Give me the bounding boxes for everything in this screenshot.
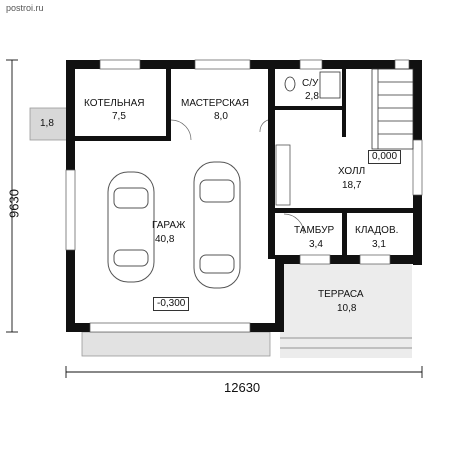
watermark: postroi.ru bbox=[6, 3, 44, 13]
room-area-garage: 40,8 bbox=[155, 234, 175, 245]
dimension-width: 12630 bbox=[224, 380, 261, 395]
porch-area: 1,8 bbox=[40, 118, 54, 129]
room-name-terrace: ТЕРРАСА bbox=[318, 289, 364, 300]
hall-cabinet bbox=[275, 144, 291, 206]
dimension-lines bbox=[6, 59, 423, 378]
level-mark-hall: 0,000 bbox=[368, 150, 402, 164]
garage-cars bbox=[107, 161, 241, 289]
room-name-hall: ХОЛЛ bbox=[338, 166, 366, 177]
room-name-vestibule: ТАМБУР bbox=[294, 225, 335, 236]
inner-walls bbox=[75, 69, 413, 259]
room-area-boiler: 7,5 bbox=[112, 111, 126, 122]
room-area-hall: 18,7 bbox=[342, 180, 362, 191]
room-name-garage: ГАРАЖ bbox=[152, 220, 186, 231]
room-area-wc: 2,8 bbox=[305, 91, 319, 102]
wc-fixtures bbox=[284, 71, 341, 99]
room-name-boiler: КОТЕЛЬНАЯ bbox=[84, 98, 145, 109]
room-area-vestibule: 3,4 bbox=[309, 239, 323, 250]
room-area-terrace: 10,8 bbox=[337, 303, 357, 314]
garage-apron bbox=[81, 331, 271, 357]
terrace-steps bbox=[280, 337, 412, 349]
staircase bbox=[371, 68, 414, 150]
room-area-workshop: 8,0 bbox=[214, 111, 228, 122]
level-mark-garage: -0,300 bbox=[153, 297, 190, 311]
room-name-wc: С/У bbox=[302, 78, 319, 89]
room-name-storage: КЛАДОВ. bbox=[355, 225, 399, 236]
side-porch bbox=[29, 107, 69, 141]
door-swings bbox=[170, 119, 305, 235]
windows bbox=[65, 59, 423, 333]
dimension-height: 9630 bbox=[6, 189, 22, 218]
terrace-floor bbox=[280, 262, 412, 358]
room-area-storage: 3,1 bbox=[372, 239, 386, 250]
room-name-workshop: МАСТЕРСКАЯ bbox=[181, 98, 249, 109]
